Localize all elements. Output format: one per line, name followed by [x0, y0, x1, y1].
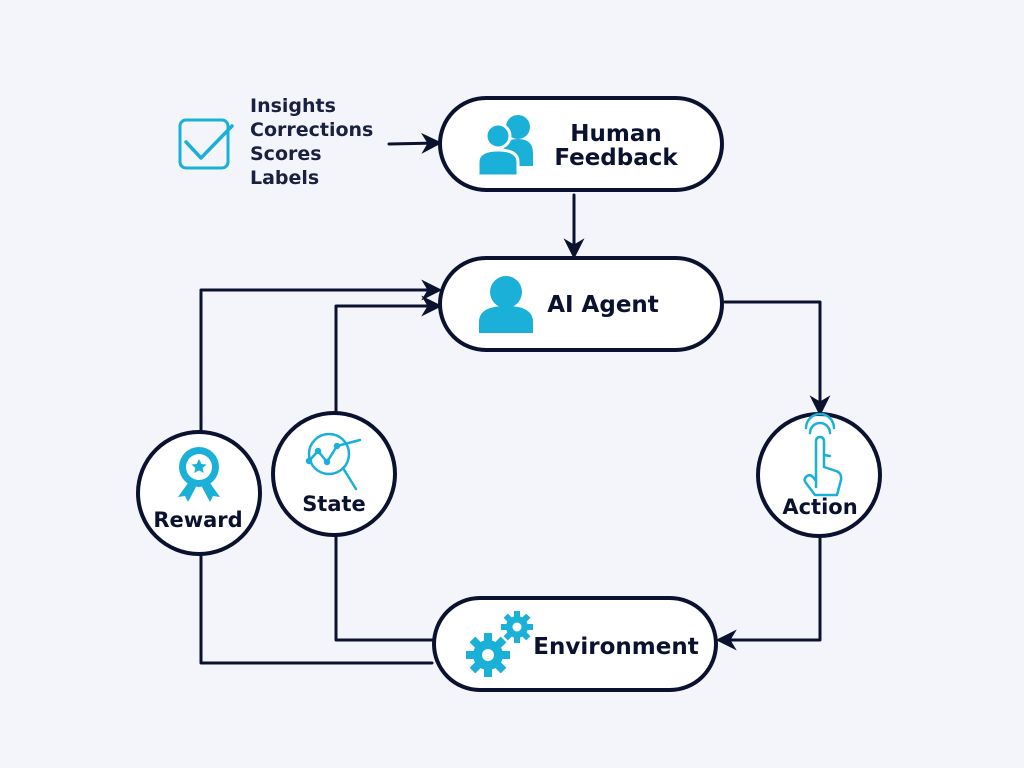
tap-hand-icon: [803, 412, 843, 497]
line-environment-to-state: [334, 533, 434, 642]
user-icon: [479, 276, 533, 333]
state-label: State: [302, 492, 366, 516]
feedback-item-scores: Scores: [250, 143, 322, 165]
ai-agent-label: AI Agent: [547, 292, 659, 318]
state-node: State: [271, 411, 397, 537]
arrow-agent-to-action: [723, 300, 831, 417]
action-node: Action: [756, 412, 882, 538]
connectors: [199, 132, 831, 665]
environment-node: Environment: [432, 596, 718, 692]
users-icon: [476, 115, 533, 178]
line-environment-to-reward: [199, 554, 434, 665]
human-feedback-label-line2: Feedback: [554, 145, 678, 171]
arrow-state-to-agent: [334, 295, 443, 415]
reward-label: Reward: [153, 508, 242, 532]
reward-node: Reward: [136, 430, 262, 556]
action-label: Action: [782, 495, 857, 519]
ai-agent-node: AI Agent: [438, 256, 724, 352]
analytics-magnifier-icon: [305, 432, 362, 491]
feedback-item-labels: Labels: [250, 167, 320, 189]
environment-label: Environment: [533, 634, 698, 660]
arrow-reward-to-agent: [199, 279, 443, 434]
checkbox-check-icon: [178, 118, 234, 170]
arrow-feedback-to-human: [387, 132, 443, 154]
human-feedback-label-line1: Human: [570, 121, 661, 147]
award-ribbon-icon: [178, 447, 220, 502]
feedback-item-insights: Insights: [250, 95, 336, 117]
human-feedback-node: Human Feedback: [438, 96, 724, 192]
feedback-item-corrections: Corrections: [250, 119, 374, 141]
arrow-action-to-environment: [715, 536, 822, 651]
gears-icon: [466, 611, 533, 677]
